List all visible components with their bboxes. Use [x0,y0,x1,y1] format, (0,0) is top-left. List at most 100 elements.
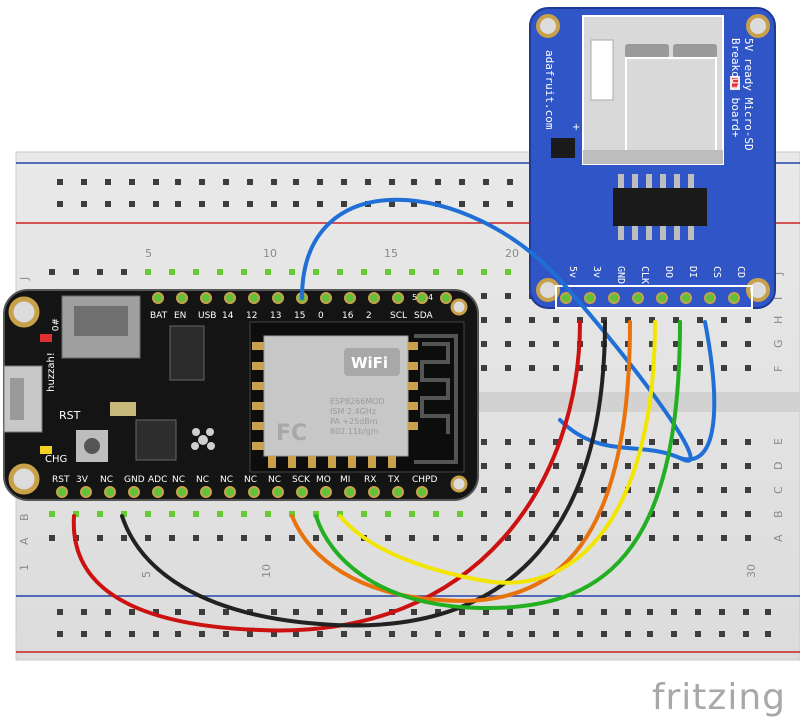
breadboard-hole [721,463,727,469]
breadboard-hole [193,535,199,541]
wire-red[interactable] [71,320,582,633]
col-number-15: 15 [384,247,398,260]
breadboard-hole [529,631,535,637]
pin-pad [416,292,428,304]
feather-top-label: 12 [246,311,257,321]
wire-orange[interactable] [290,320,632,603]
row-letter-e-right: E [772,438,785,445]
row-letter-j-left: J [18,277,31,281]
breadboard-hole [293,631,299,637]
breadboard-hole [175,609,181,615]
breadboard-hole [293,179,299,185]
pin-pad [320,292,332,304]
led-red [40,334,52,342]
breadboard-hole [507,179,513,185]
breadboard-hole [743,609,749,615]
breadboard-hole [673,511,679,517]
pin-pad [128,486,140,498]
pin-pad [296,486,308,498]
breadboard-hole [409,511,415,517]
breadboard-hole [129,179,135,185]
breadboard-hole [625,631,631,637]
breadboard-hole [365,609,371,615]
pin-pad [152,292,164,304]
breadboard-hole [217,511,223,517]
breadboard-hole [241,511,247,517]
breadboard-hole [73,511,79,517]
breadboard-hole [199,201,205,207]
breadboard-hole [81,609,87,615]
breadboard-hole [745,463,751,469]
breadboard-hole [317,201,323,207]
wire-yellow[interactable] [338,320,657,585]
breadboard-hole [481,535,487,541]
breadboard-hole [217,535,223,541]
breadboard-hole [577,511,583,517]
breadboard-hole [505,317,511,323]
col-number-10: 10 [263,247,277,260]
breadboard-hole [389,179,395,185]
breadboard-hole [223,179,229,185]
pin-pad [680,292,692,304]
breadboard-hole [745,487,751,493]
module-text-3: PA +25dBm [330,417,378,426]
breadboard-hole [457,511,463,517]
module-text-1: ESP8266MOD [330,397,385,406]
breadboard-hole [695,631,701,637]
breadboard-hole [289,535,295,541]
wire-black[interactable] [120,320,607,628]
pin-pad [152,486,164,498]
feather-top-small-label: 5 [412,293,417,302]
fritzing-brand: fritzing [651,677,786,718]
breadboard-hole [223,631,229,637]
breadboard-hole [223,201,229,207]
breadboard-hole [121,535,127,541]
breadboard-hole [649,439,655,445]
breadboard-hole [577,439,583,445]
pin-pad [344,292,356,304]
breadboard-hole [223,609,229,615]
pin-pad [416,486,428,498]
pin-pad [248,486,260,498]
breadboard-hole [697,341,703,347]
pin-pad [200,486,212,498]
feather-bottom-label: NC [220,475,233,485]
breadboard-hole [459,631,465,637]
breadboard-hole [241,269,247,275]
breadboard-hole [293,201,299,207]
breadboard-hole [505,293,511,299]
breadboard-hole [577,463,583,469]
feather-bottom-label: NC [196,475,209,485]
plus-mark: + [572,122,580,133]
wire-green[interactable] [314,320,682,611]
breadboard-hole [97,535,103,541]
col-number-20: 20 [505,247,519,260]
breadboard-hole [481,269,487,275]
switch-component [110,402,136,416]
breadboard-hole [625,535,631,541]
breadboard-hole [553,439,559,445]
pin-pad [224,486,236,498]
pin-pad [368,486,380,498]
breadboard-hole [385,511,391,517]
breadboard-hole [507,609,513,615]
breadboard-hole [529,511,535,517]
breadboard-hole [553,631,559,637]
wire-blue-cs[interactable] [678,320,717,462]
breadboard-hole [601,511,607,517]
breadboard-hole [577,535,583,541]
feather-bottom-label: NC [268,475,281,485]
feather-bottom-label: SCK [292,475,311,485]
pin-pad [224,292,236,304]
feather-top-label: 13 [270,311,281,321]
breadboard-hole [385,269,391,275]
breadboard-hole [505,487,511,493]
breadboard-hole [175,179,181,185]
breadboard-hole [411,631,417,637]
breadboard-hole [57,179,63,185]
breadboard-hole [389,201,395,207]
breadboard-hole [673,487,679,493]
breadboard-hole [743,631,749,637]
breadboard-hole [193,269,199,275]
breadboard-hole [697,535,703,541]
